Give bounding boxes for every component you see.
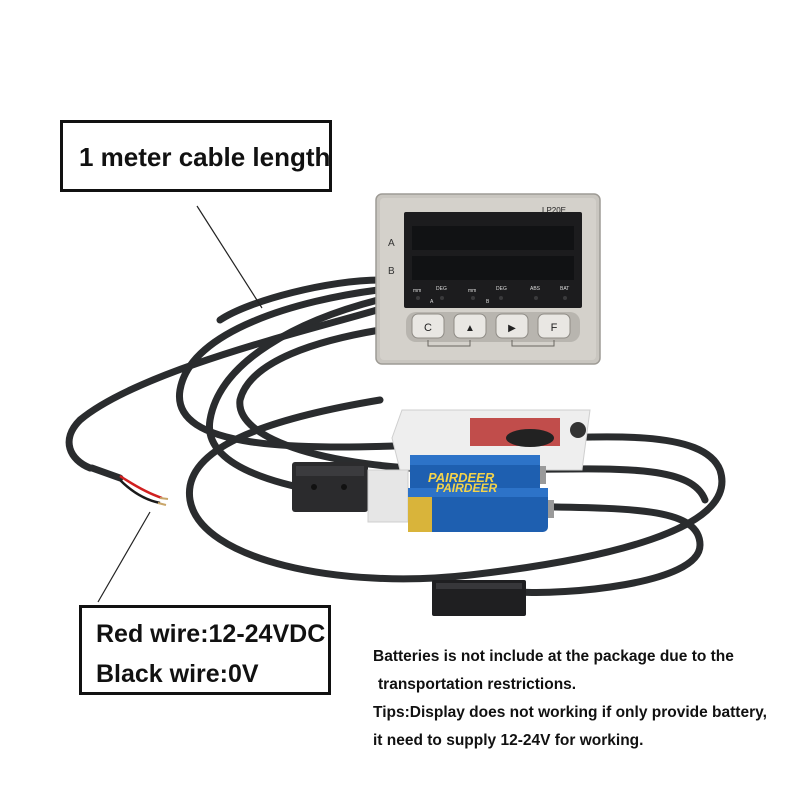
button-f-label: F (551, 322, 558, 334)
display-row-a (412, 226, 574, 250)
display-unit: LP20E A B mm DEG mm DEG ABS BAT A B C (375, 193, 601, 365)
indicator-label: DEG (436, 286, 447, 292)
group-a-label: A (430, 299, 434, 305)
battery-2: PAIRDEER (408, 481, 554, 532)
note-line-4: it need to supply 12-24V for working. (373, 732, 644, 749)
button-row: C ▲ ▶ F (406, 312, 580, 347)
cable-loops (65, 276, 726, 596)
button-c[interactable]: C (411, 313, 445, 339)
indicator-label: mm (468, 288, 476, 294)
note-line-3: Tips:Display does not working if only pr… (373, 704, 767, 721)
magnet-strip-end (432, 580, 526, 616)
cable-length-text: 1 meter cable length (79, 142, 331, 172)
button-up[interactable]: ▲ (453, 313, 487, 339)
up-arrow-icon: ▲ (465, 323, 475, 334)
indicator-label: DEG (496, 286, 507, 292)
button-right[interactable]: ▶ (495, 313, 529, 339)
cable-pointer (196, 205, 263, 309)
black-wire-text: Black wire:0V (96, 660, 259, 688)
indicator-labels: mm DEG mm DEG ABS BAT A B (413, 286, 569, 305)
note-line-2: transportation restrictions. (378, 676, 577, 693)
model-label: LP20E (542, 206, 566, 215)
wire-pointer (97, 511, 151, 603)
indicator-label: ABS (530, 286, 541, 292)
row-b-label: B (388, 266, 395, 277)
button-c-label: C (424, 322, 432, 334)
battery-1: PAIRDEER (410, 455, 546, 495)
cable-length-callout: 1 meter cable length (60, 120, 332, 192)
right-arrow-icon: ▶ (508, 323, 516, 334)
sensor-head (292, 462, 409, 523)
note-line-1: Batteries is not include at the package … (373, 648, 734, 665)
wire-spec-callout: Red wire:12-24VDC Black wire:0V (79, 605, 331, 695)
group-b-label: B (486, 299, 490, 305)
indicator-label: BAT (560, 286, 569, 292)
button-f[interactable]: F (537, 313, 571, 339)
wire-ends (88, 464, 169, 506)
indicator-label: mm (413, 288, 421, 294)
red-wire-text: Red wire:12-24VDC (96, 620, 326, 648)
row-a-label: A (388, 238, 395, 249)
battery-1-brand: PAIRDEER (428, 470, 495, 485)
battery-2-brand: PAIRDEER (436, 481, 497, 495)
display-row-b (412, 256, 574, 280)
